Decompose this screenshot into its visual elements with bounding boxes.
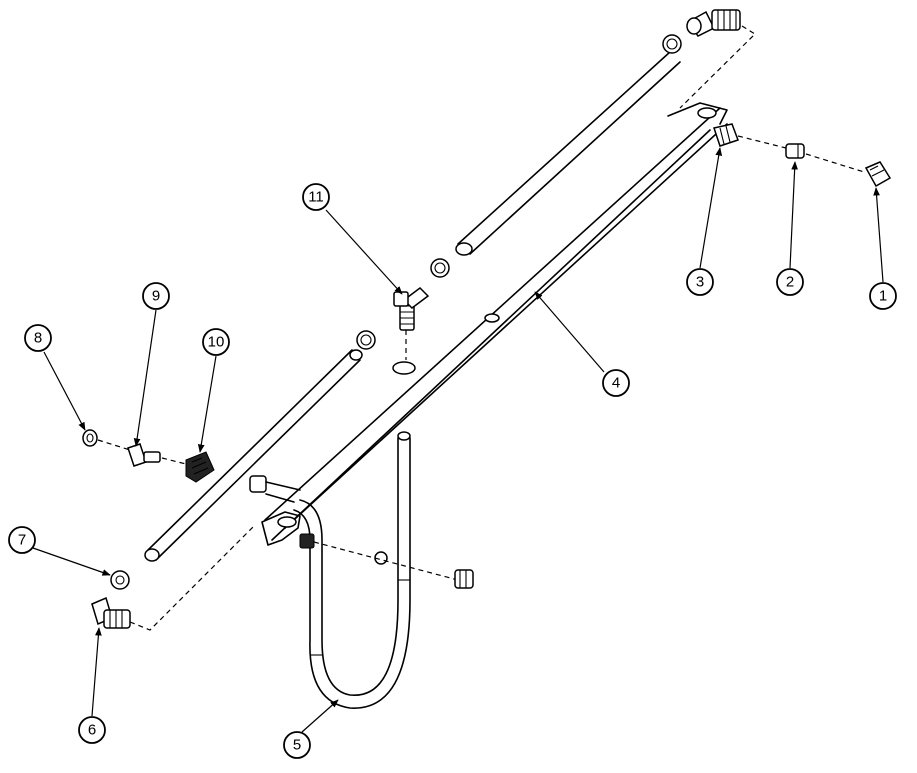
callout-9: 9 (142, 282, 170, 310)
upper-nut (430, 258, 450, 278)
svg-text:6: 6 (88, 722, 96, 739)
lower-left-fittings (91, 524, 256, 631)
svg-text:1: 1 (879, 288, 887, 305)
u-tube (249, 431, 411, 709)
elbow-part-6 (91, 596, 131, 629)
cap-part-1 (864, 161, 892, 188)
nut-part-7 (110, 570, 130, 590)
callout-2: 2 (776, 268, 804, 296)
callout-6: 6 (78, 716, 106, 744)
svg-text:3: 3 (696, 274, 704, 291)
lower-bolt-assembly (299, 533, 474, 589)
callouts: 1 2 3 4 5 6 7 8 (8, 183, 897, 759)
right-fitting-group (713, 123, 892, 188)
nut-part-10 (185, 451, 215, 483)
nipple-part-2 (785, 143, 805, 159)
svg-text:4: 4 (612, 375, 620, 392)
callout-1: 1 (869, 282, 897, 310)
upper-hose-nut (662, 34, 682, 54)
svg-text:9: 9 (152, 288, 160, 305)
left-hose (144, 349, 363, 562)
upper-elbow-fitting (686, 9, 741, 37)
callout-5: 5 (283, 731, 311, 759)
svg-text:7: 7 (18, 532, 26, 549)
callout-8: 8 (24, 324, 52, 352)
callout-4: 4 (602, 369, 630, 397)
upper-hose (430, 9, 756, 278)
callout-7: 7 (8, 526, 36, 554)
callout-11: 11 (302, 183, 330, 211)
lower-cap-nut (454, 569, 474, 589)
callout-3: 3 (686, 268, 714, 296)
left-fitting-group (82, 429, 215, 483)
svg-text:10: 10 (208, 334, 225, 351)
u-tube-end-fitting (249, 475, 301, 503)
svg-text:8: 8 (34, 330, 42, 347)
tee-fitting (356, 287, 430, 375)
svg-text:2: 2 (786, 274, 794, 291)
main-bar (261, 102, 728, 546)
bolt-part-9 (127, 443, 161, 467)
washer-part-8 (82, 429, 98, 447)
fitting-part-3 (713, 123, 739, 147)
leader-lines (32, 147, 884, 733)
svg-text:5: 5 (293, 737, 301, 754)
svg-text:11: 11 (308, 189, 324, 206)
callout-10: 10 (202, 328, 230, 356)
